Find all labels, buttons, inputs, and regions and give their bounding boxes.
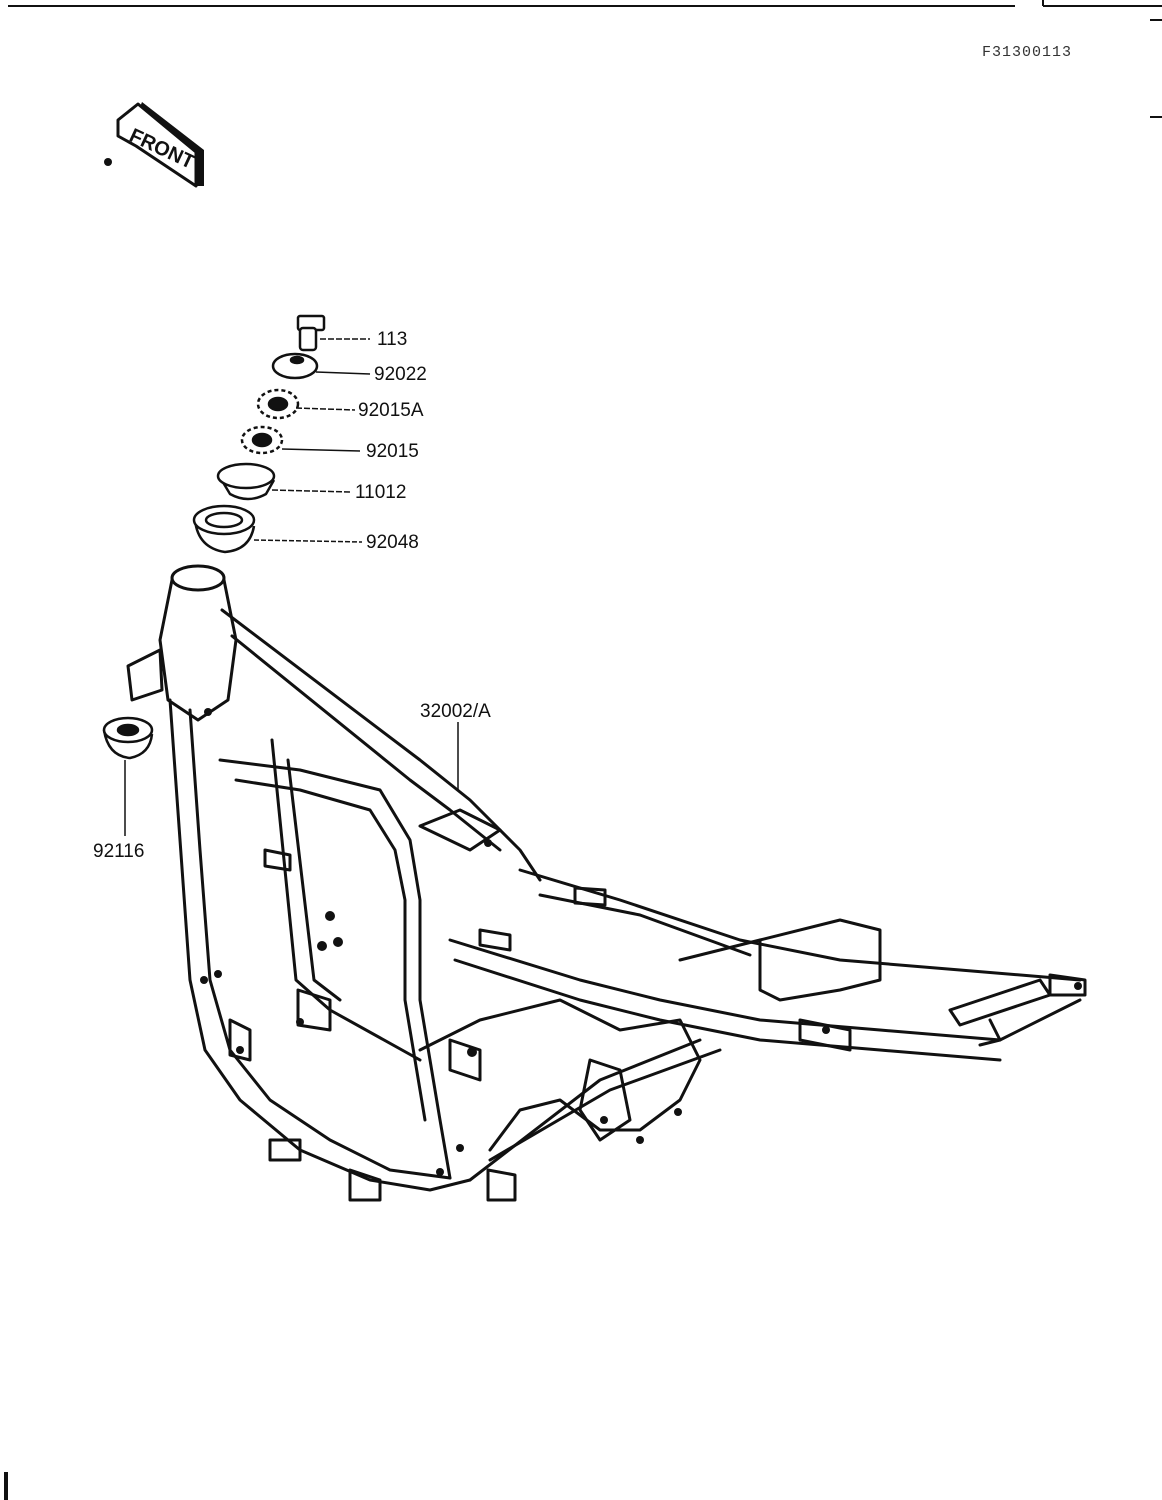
front-arrow-badge: FRONT <box>104 102 204 188</box>
washer-icon <box>271 352 319 380</box>
castle-nut-icon <box>240 425 284 455</box>
part-number-label: 92048 <box>366 532 419 553</box>
part-number-label: 92015 <box>366 441 419 462</box>
race-icon <box>216 462 276 501</box>
part-number-label: 92116 <box>93 841 145 862</box>
part-number-label: 113 <box>377 329 408 350</box>
part-number-label: 11012 <box>355 482 407 503</box>
frame-icon <box>126 564 1087 1202</box>
part-number-label: 92022 <box>374 364 427 385</box>
part-number-label: 92015A <box>358 400 424 421</box>
castle-nut-icon <box>256 388 300 420</box>
leader-lines <box>124 338 459 836</box>
bearing-icon <box>192 504 256 554</box>
part-number-label: 32002/A <box>420 701 491 722</box>
frame-mount-holes <box>200 708 1082 1176</box>
grommet-icon <box>102 716 154 760</box>
document-code: F31300113 <box>982 44 1073 61</box>
bolt-icon <box>296 314 326 352</box>
